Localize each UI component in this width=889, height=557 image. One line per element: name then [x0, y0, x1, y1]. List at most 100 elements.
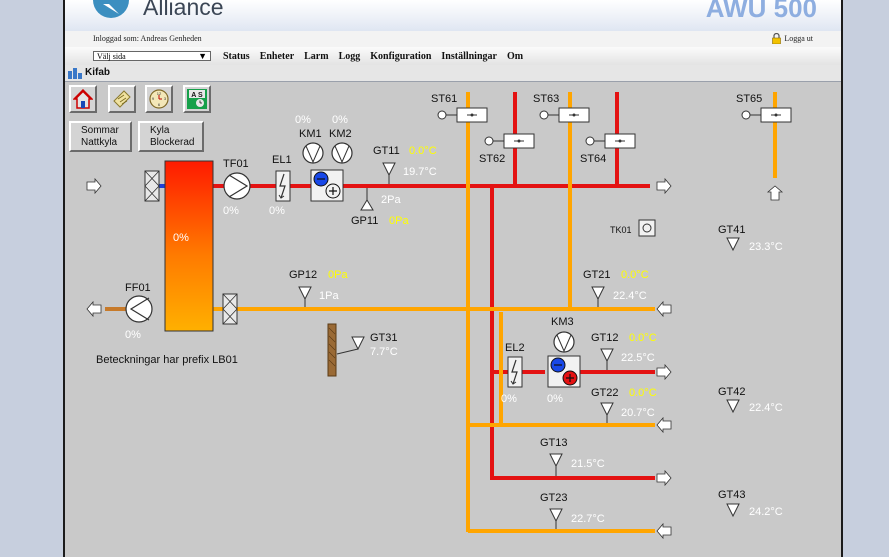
tk01-label: TK01 [610, 225, 632, 235]
cooling-blocked-button[interactable]: Kyla Blockerad [138, 121, 204, 152]
logged-in-user: Inloggad som: Andreas Genheden [93, 34, 202, 43]
temp-sensor-gt42-icon[interactable] [726, 399, 740, 414]
application-frame: Alliance AWU 500 Inloggad som: Andreas G… [63, 0, 843, 557]
temp-sensor-gt43-icon[interactable] [726, 503, 740, 518]
pressure-sensor-gp11-icon[interactable] [360, 188, 374, 211]
gp11-value: 2Pa [381, 194, 401, 206]
lock-icon [772, 33, 782, 44]
temp-sensor-gt22-icon[interactable] [600, 402, 614, 423]
damper-st62-icon[interactable] [484, 133, 535, 149]
menu-item-settings[interactable]: Inställningar [441, 51, 497, 62]
temp-sensor-gt23-icon[interactable] [549, 508, 563, 529]
supply-gt12-out-arrow-icon [656, 363, 672, 381]
gt21-label: GT21 [583, 269, 611, 281]
menu-bar: Välj sida ▼ Status Enheter Larm Logg Kon… [65, 47, 841, 66]
el1-value: 0% [269, 205, 285, 217]
el1-label: EL1 [272, 154, 292, 166]
gt42-value: 22.4°C [749, 402, 783, 414]
gt22-value: 20.7°C [621, 407, 655, 419]
gt23-label: GT23 [540, 492, 568, 504]
electric-heater-el1-icon[interactable] [275, 170, 291, 202]
st65-label: ST65 [736, 93, 762, 105]
summer-night-line-1: Sommar [81, 125, 119, 136]
gt41-value: 23.3°C [749, 241, 783, 253]
duct-lines [105, 92, 777, 533]
menu-item-status[interactable]: Status [223, 51, 250, 62]
cooling-blocked-line-1: Kyla [150, 125, 170, 136]
heating-coil-icon[interactable] [547, 355, 581, 388]
thermostat-tk01-icon[interactable] [638, 219, 656, 237]
extract-gt23-in-arrow-icon [656, 522, 672, 540]
summer-night-cooling-button[interactable]: Sommar Nattkyla [69, 121, 132, 152]
cooling-blocked-line-2: Blockerad [150, 137, 195, 148]
logout-link[interactable]: Logga ut [772, 33, 813, 44]
el2-value: 0% [501, 393, 517, 405]
extract-st65-arrow-icon [766, 185, 784, 201]
map-icon [113, 90, 131, 108]
cooling-coil-icon[interactable] [310, 169, 344, 202]
brand-name: Alliance [143, 0, 224, 20]
ff01-value: 0% [125, 329, 141, 341]
damper-st65-icon[interactable] [741, 107, 792, 123]
gt13-value: 21.5°C [571, 458, 605, 470]
menu-item-log[interactable]: Logg [338, 51, 361, 62]
menu-item-configuration[interactable]: Konfiguration [370, 51, 432, 62]
page-select-dropdown[interactable]: Välj sida ▼ [93, 51, 211, 61]
st64-label: ST64 [580, 153, 606, 165]
supply-out-arrow-icon [656, 177, 672, 195]
auto-mode-button[interactable]: A S [183, 85, 211, 113]
temp-sensor-gt11-icon[interactable] [382, 162, 396, 184]
st63-label: ST63 [533, 93, 559, 105]
supply-fan-tf01-icon[interactable] [223, 172, 251, 200]
gt31-label: GT31 [370, 332, 398, 344]
compressor-km1-icon[interactable] [302, 142, 324, 164]
menu-item-alarm[interactable]: Larm [304, 51, 329, 62]
exhaust-fan-ff01-icon[interactable] [125, 295, 153, 323]
st62-label: ST62 [479, 153, 505, 165]
temp-sensor-gt13-icon[interactable] [549, 453, 563, 476]
km2-label: KM2 [329, 128, 352, 140]
pressure-sensor-gp12-icon[interactable] [298, 286, 312, 307]
gp12-label: GP12 [289, 269, 317, 281]
flow-arrows [86, 177, 784, 540]
temp-sensor-gt31-icon[interactable] [336, 336, 365, 355]
compressor-km2-icon[interactable] [331, 142, 353, 164]
supply-filter-icon [144, 170, 160, 202]
electric-heater-el2-icon[interactable] [507, 356, 523, 388]
menu-item-units[interactable]: Enheter [259, 51, 295, 62]
building-icon [68, 68, 82, 79]
outdoor-air-in-arrow-icon [86, 177, 102, 195]
logout-label: Logga ut [784, 34, 813, 43]
damper-st64-icon[interactable] [585, 133, 636, 149]
home-button[interactable] [69, 85, 97, 113]
svg-text:12: 12 [157, 91, 162, 96]
st61-label: ST61 [431, 93, 457, 105]
svg-text:6: 6 [158, 102, 161, 107]
menu-item-about[interactable]: Om [506, 51, 524, 62]
km1-value: 0% [295, 114, 311, 126]
ff01-label: FF01 [125, 282, 151, 294]
gt11-label: GT11 [373, 145, 400, 157]
temp-sensor-gt12-icon[interactable] [600, 348, 614, 370]
header-banner: Alliance AWU 500 [65, 0, 841, 32]
extract-gt22-in-arrow-icon [656, 416, 672, 434]
exhaust-out-arrow-icon [86, 300, 102, 318]
air-handling-unit [164, 160, 214, 332]
designation-note: Beteckningar har prefix LB01 [96, 354, 238, 366]
summer-night-line-2: Nattkyla [81, 137, 118, 148]
damper-st61-icon[interactable] [437, 107, 488, 123]
outdoor-wall-icon [327, 323, 337, 377]
map-button[interactable] [108, 85, 136, 113]
schedule-button[interactable]: 12 3 6 9 [145, 85, 173, 113]
gp12-setpoint: 0Pa [328, 269, 348, 281]
page-select-value: Välj sida [97, 52, 126, 61]
gt41-label: GT41 [718, 224, 746, 236]
temp-sensor-gt21-icon[interactable] [591, 286, 605, 307]
gt13-label: GT13 [540, 437, 568, 449]
main-menu: Status Enheter Larm Logg Konfiguration I… [223, 51, 533, 62]
gp11-label: GP11 [351, 215, 378, 227]
site-bar: Kifab [65, 65, 841, 82]
damper-st63-icon[interactable] [539, 107, 590, 123]
compressor-km3-icon[interactable] [553, 331, 575, 353]
temp-sensor-gt41-icon[interactable] [726, 237, 740, 252]
